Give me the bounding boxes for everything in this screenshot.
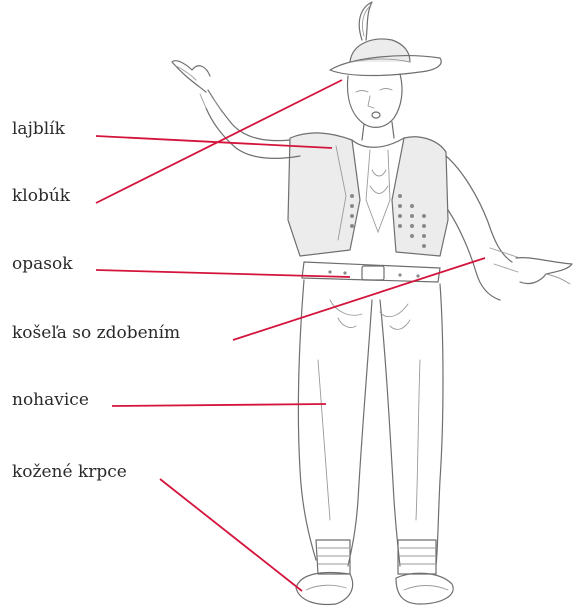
leader-line-belt xyxy=(96,270,350,277)
label-shirt: košeľa so zdobením xyxy=(12,325,182,342)
label-trousers: nohavice xyxy=(12,392,91,409)
label-belt: opasok xyxy=(12,256,75,273)
label-hat: klobúk xyxy=(12,188,72,205)
label-vest: lajblík xyxy=(12,121,67,138)
leader-line-trousers xyxy=(112,404,326,406)
leader-line-shirt xyxy=(233,258,485,340)
label-shoes: kožené krpce xyxy=(12,464,129,481)
folk-costume-illustration xyxy=(172,2,572,604)
leader-line-shoes xyxy=(160,479,302,591)
